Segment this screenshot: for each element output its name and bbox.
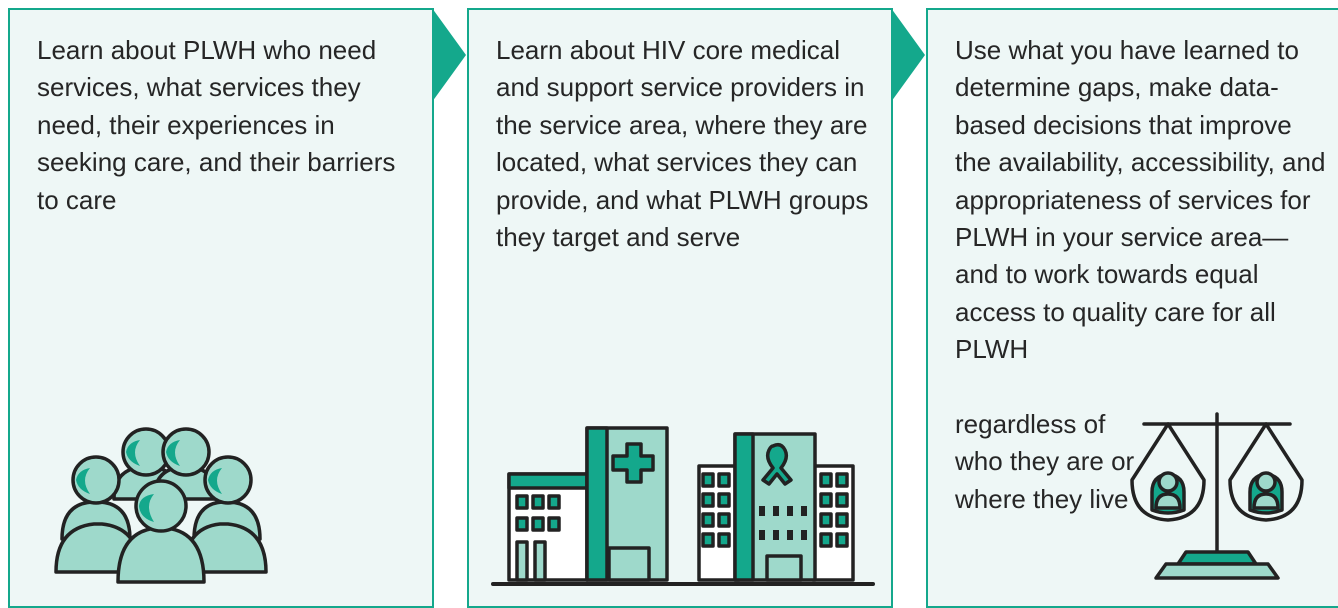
- medical-buildings-icon: [491, 426, 875, 586]
- step-panel-1: Learn about PLWH who need services, what…: [8, 8, 434, 608]
- arrow-right-icon: [891, 8, 925, 102]
- step-3-text-continued: regardless of who they are or where they…: [955, 409, 1135, 514]
- people-group-icon: [54, 427, 268, 584]
- arrow-right-icon: [432, 8, 466, 102]
- step-panel-3: Use what you have learned to determine g…: [926, 8, 1338, 608]
- step-2-text: Learn about HIV core medical and support…: [496, 35, 869, 253]
- step-3-text: Use what you have learned to determine g…: [955, 35, 1326, 365]
- step-1-text: Learn about PLWH who need services, what…: [37, 35, 396, 215]
- step-panel-2: Learn about HIV core medical and support…: [467, 8, 893, 608]
- balance-scale-icon: [1130, 412, 1304, 580]
